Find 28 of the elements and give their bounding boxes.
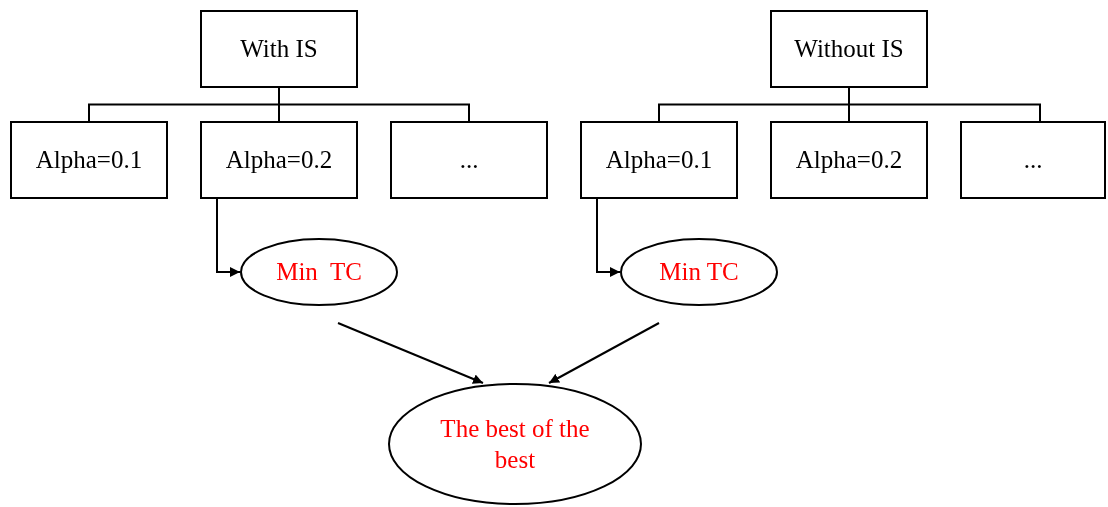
arrow [337, 322, 484, 384]
process-box [10, 121, 168, 199]
arrow [596, 198, 621, 277]
process-box [770, 10, 928, 88]
node-label: Alpha=0.1 [605, 145, 713, 176]
process-box [960, 121, 1106, 199]
node-label: ... [1023, 145, 1043, 176]
node-label: The best of the best [440, 413, 590, 475]
connector-line [278, 87, 470, 122]
node-label: With IS [240, 34, 318, 65]
node-label: Alpha=0.2 [225, 145, 333, 176]
process-box [770, 121, 928, 199]
connector-line [848, 87, 1041, 122]
node-label: Min TC [276, 257, 362, 288]
node-label: Alpha=0.1 [35, 145, 143, 176]
process-box [200, 10, 358, 88]
process-box [390, 121, 548, 199]
node-label: Alpha=0.2 [795, 145, 903, 176]
result-ellipse [620, 238, 778, 306]
arrow [216, 198, 241, 277]
node-label: Min TC [659, 257, 739, 288]
node-label: Without IS [794, 34, 904, 65]
process-box [200, 121, 358, 199]
result-ellipse [388, 383, 642, 505]
result-ellipse [240, 238, 398, 306]
arrow [548, 322, 660, 384]
process-box [580, 121, 738, 199]
node-label: ... [459, 145, 479, 176]
